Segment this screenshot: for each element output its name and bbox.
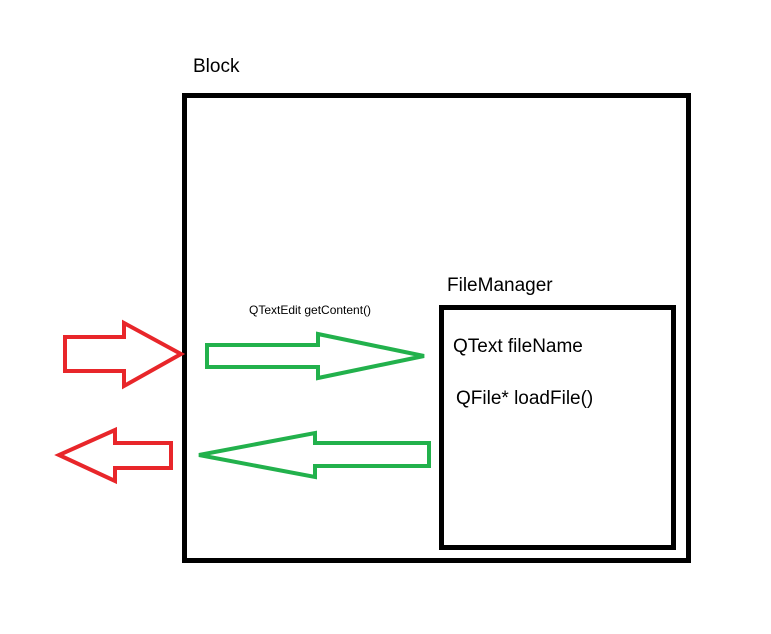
load-file-method: QFile* loadFile() [456, 388, 594, 409]
get-content-label: QTextEdit getContent() [249, 303, 372, 317]
block-title: Block [193, 56, 240, 77]
block-box [182, 93, 691, 563]
file-name-field: QText fileName [453, 336, 583, 357]
file-manager-box [439, 305, 676, 550]
file-manager-title: FileManager [447, 275, 553, 296]
